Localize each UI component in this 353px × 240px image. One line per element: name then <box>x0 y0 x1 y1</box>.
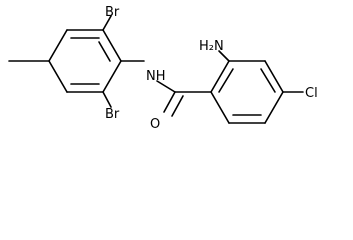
bond <box>48 29 68 62</box>
double-bond-inner <box>98 41 111 62</box>
bond <box>264 60 284 93</box>
double-bond-inner <box>260 68 276 93</box>
carbonyl-double-bond <box>171 95 184 117</box>
chemical-structure-diagram: Br Br NH H₂N O Cl <box>8 5 318 132</box>
nh-label: NH <box>146 69 166 84</box>
bond <box>210 91 230 124</box>
bond <box>102 29 122 62</box>
right-aromatic-ring <box>210 60 284 124</box>
bond <box>210 60 230 93</box>
oxygen-label: O <box>150 117 160 132</box>
double-bond-inner <box>218 68 234 93</box>
bond-to-nh2 <box>218 50 230 62</box>
left-aromatic-ring <box>48 29 122 93</box>
bond-to-br-top <box>102 15 112 31</box>
bond <box>102 60 122 93</box>
bond <box>264 91 284 124</box>
bond-nh-to-carbonyl <box>156 80 176 93</box>
nh2-label: H₂N <box>199 39 224 54</box>
chlorine-label: Cl <box>305 86 318 101</box>
br-top-label: Br <box>105 5 120 20</box>
bond <box>48 60 68 93</box>
bond-to-br-bottom <box>102 91 112 108</box>
carbonyl-double-bond <box>163 91 176 113</box>
br-bottom-label: Br <box>105 107 120 122</box>
